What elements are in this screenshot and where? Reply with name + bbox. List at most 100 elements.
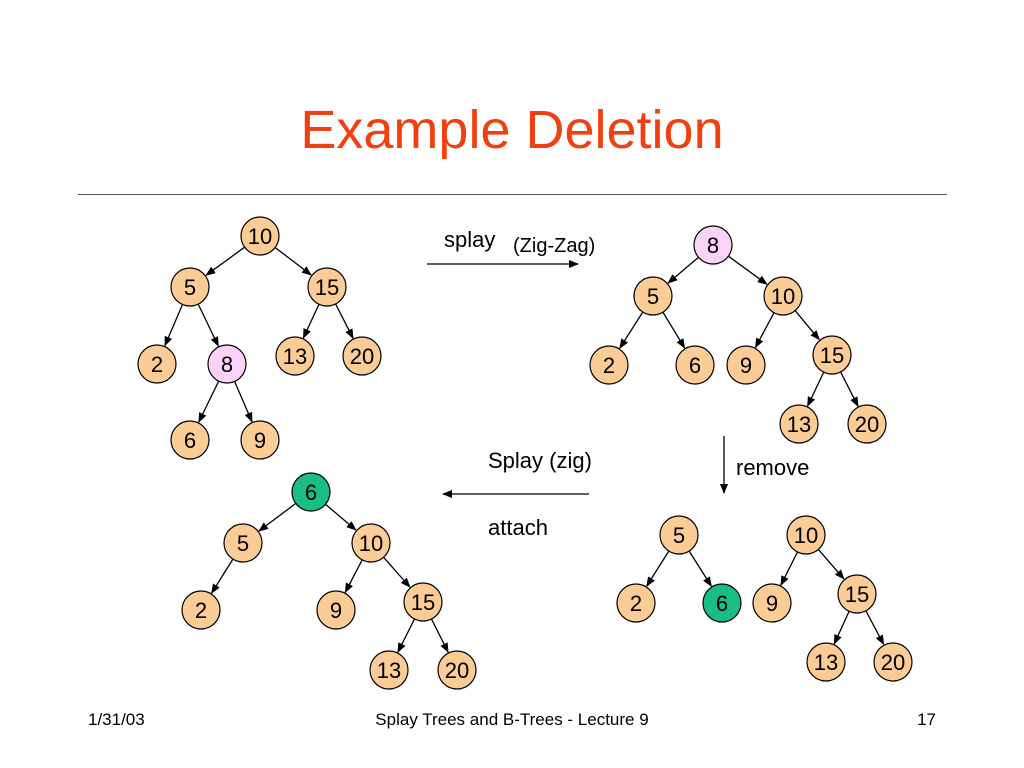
tree-node: 13 [275, 336, 315, 376]
tree-node: 6 [170, 420, 210, 460]
tree-edge [833, 611, 850, 645]
node-circle [369, 650, 409, 690]
node-circle [847, 404, 887, 444]
tree-node: 10 [763, 276, 803, 316]
tree-node: 20 [873, 642, 913, 682]
tree-edge [205, 246, 245, 276]
tree-node: 13 [779, 404, 819, 444]
tree-edge [325, 503, 357, 531]
node-key: 2 [630, 591, 642, 616]
tree-edge [197, 303, 219, 347]
tree-node: 5 [659, 515, 699, 555]
node-key: 5 [647, 284, 659, 309]
tree-node: 2 [137, 344, 177, 384]
tree-node: 15 [403, 582, 443, 622]
tree-edge [754, 312, 775, 349]
node-circle [812, 335, 852, 375]
node-circle [873, 642, 913, 682]
splay-label: splay [444, 227, 495, 252]
tree-edge [619, 311, 644, 349]
tree-node: 2 [181, 590, 221, 630]
footer-date: 1/31/03 [88, 710, 145, 729]
node-key: 6 [305, 480, 317, 505]
node-circle [806, 642, 846, 682]
tree-node: 10 [240, 216, 280, 256]
node-circle [437, 650, 477, 690]
node-circle [726, 345, 766, 385]
tree-node: 5 [633, 276, 673, 316]
tree-edge [344, 559, 363, 594]
node-circle [240, 216, 280, 256]
node-key: 10 [794, 523, 818, 548]
tree-edge [383, 556, 411, 588]
node-key: 20 [350, 344, 374, 369]
node-circle [589, 345, 629, 385]
tree-edge [667, 256, 699, 284]
node-circle [240, 420, 280, 460]
node-circle [342, 336, 382, 376]
node-circle [137, 344, 177, 384]
node-circle [659, 515, 699, 555]
tree-edge [807, 371, 825, 407]
node-circle [307, 267, 347, 307]
tree-node: 15 [837, 574, 877, 614]
node-key: 6 [716, 591, 728, 616]
tree-edge [164, 304, 184, 347]
node-circle [702, 583, 742, 623]
tree-edge [794, 310, 820, 341]
tree-edge [780, 551, 799, 586]
tree-node: 20 [437, 650, 477, 690]
node-circle [223, 523, 263, 563]
tree-node: 10 [786, 515, 826, 555]
node-key: 9 [766, 591, 778, 616]
node-key: 15 [315, 275, 339, 300]
node-circle [351, 523, 391, 563]
node-key: 9 [740, 353, 752, 378]
node-key: 5 [673, 523, 685, 548]
node-key: 2 [195, 598, 207, 623]
node-circle [403, 582, 443, 622]
tree-after-remove: 5 10 2 6 9 15 13 20 [616, 515, 913, 682]
splay-zig-label: Splay (zig) [488, 448, 592, 473]
tree-node: 5 [223, 523, 263, 563]
node-circle [170, 420, 210, 460]
node-key: 9 [254, 428, 266, 453]
tree-edge [234, 381, 253, 423]
remove-label: remove [736, 455, 809, 480]
footer-page-number: 17 [917, 710, 936, 729]
title-divider [78, 194, 947, 195]
tree-edge [817, 548, 845, 580]
node-key: 13 [814, 650, 838, 675]
tree-node: 9 [752, 583, 792, 623]
tree-node: 10 [351, 523, 391, 563]
tree-edge [728, 255, 768, 285]
tree-node: 8 [693, 225, 733, 265]
node-key: 20 [881, 650, 905, 675]
zig-zag-label: (Zig-Zag) [513, 235, 595, 257]
tree-node: 6 [291, 472, 331, 512]
tree-node: 2 [616, 583, 656, 623]
tree-edge [662, 311, 686, 349]
tree-edge [646, 550, 670, 587]
node-circle [752, 583, 792, 623]
tree-edge [274, 246, 312, 276]
tree-edge [211, 558, 234, 594]
node-circle [207, 344, 247, 384]
node-key: 15 [820, 343, 844, 368]
node-key: 10 [248, 224, 272, 249]
node-key: 5 [237, 531, 249, 556]
tree-node: 20 [342, 336, 382, 376]
tree-node: 2 [589, 345, 629, 385]
tree-node: 20 [847, 404, 887, 444]
tree-node: 6 [675, 345, 715, 385]
node-circle [786, 515, 826, 555]
tree-edge [688, 550, 712, 587]
tree-edge [397, 618, 416, 653]
node-circle [275, 336, 315, 376]
tree-node: 6 [702, 583, 742, 623]
